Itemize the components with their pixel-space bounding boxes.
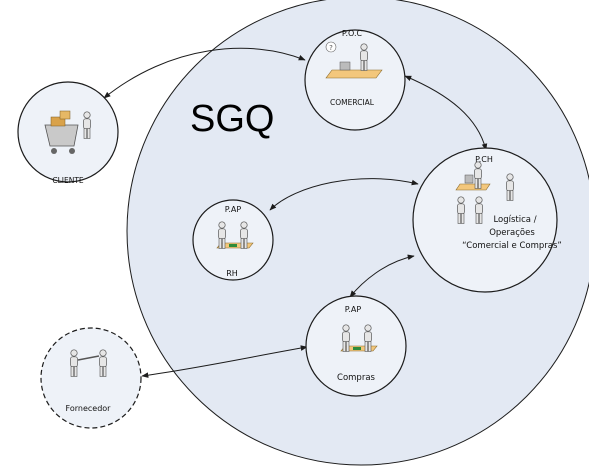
node-rh-tag: P.AP: [225, 205, 242, 214]
shopping-cart-icon: [44, 110, 91, 154]
arrow-logistica-compras: [349, 254, 415, 298]
node-comercial-tag: P.O.C: [342, 29, 363, 38]
node-logistica-line3: “Comercial e Compras”: [462, 241, 562, 251]
node-logistica-line2: Operações: [489, 228, 535, 238]
node-comercial-name: COMERCIAL: [330, 98, 375, 107]
node-logistica-line1: Logística /: [493, 215, 536, 225]
node-cliente: CLIENTE: [17, 81, 119, 185]
arrow-logistica-rh: [269, 178, 419, 211]
node-comercial: P.O.C ? COMERCIAL: [304, 29, 406, 131]
person-at-desk-icon: ?: [325, 41, 383, 79]
svg-text:?: ?: [329, 44, 333, 52]
arrow-fornecedor-compras: [141, 345, 308, 378]
node-logistica-tag: P.CH: [475, 155, 493, 164]
staff-group-icon: [455, 161, 514, 224]
node-cliente-name: CLIENTE: [52, 176, 84, 185]
node-rh: P.AP RH: [192, 199, 274, 281]
node-compras: P.AP Compras: [305, 295, 407, 397]
node-compras-name: Compras: [337, 373, 376, 383]
node-logistica: P.CH Logística / Operações “Comercial e …: [412, 147, 562, 293]
node-fornecedor: Fornecedor: [40, 327, 142, 429]
arrow-comercial-logistica: [404, 75, 488, 151]
node-fornecedor-name: Fornecedor: [66, 404, 112, 413]
node-compras-tag: P.AP: [345, 305, 362, 314]
diagram-title: SGQ: [190, 98, 274, 140]
node-rh-name: RH: [226, 269, 238, 278]
arrow-cliente-comercial: [103, 47, 306, 99]
handshake-icon: [70, 349, 107, 377]
